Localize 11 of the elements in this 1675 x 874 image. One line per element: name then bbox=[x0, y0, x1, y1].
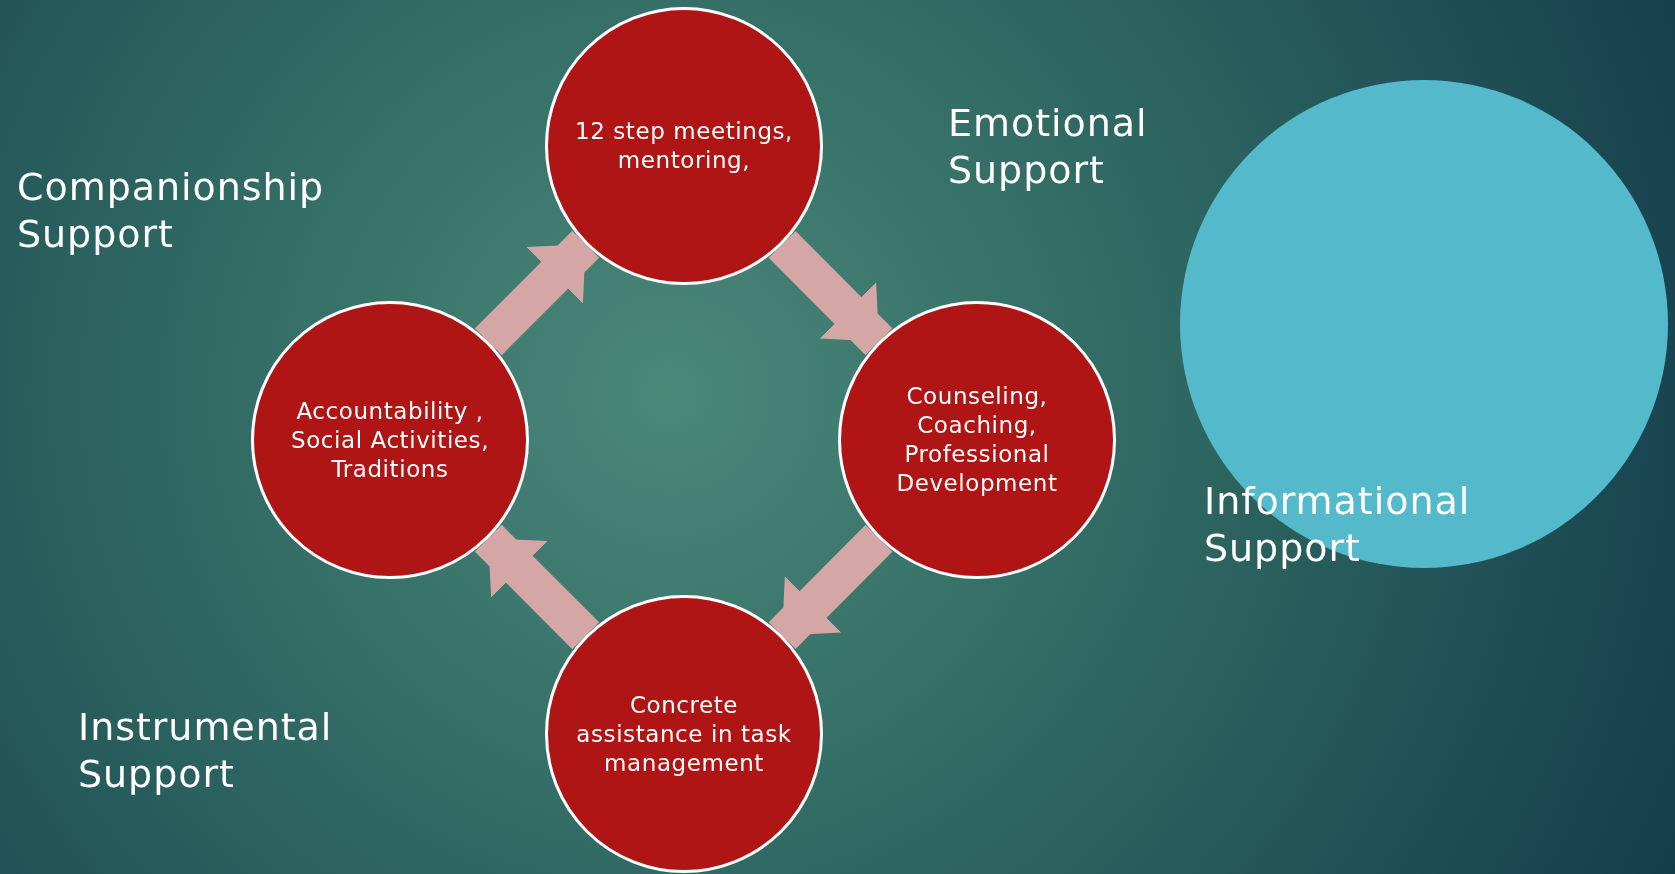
circle-text: 12 step meetings, mentoring, bbox=[574, 117, 794, 175]
circle-text: Concrete assistance in task management bbox=[575, 690, 793, 778]
category-label: Companionship Support bbox=[17, 164, 326, 258]
circle-text: Accountability , Social Activities, Traditions bbox=[289, 396, 491, 484]
block-arrow bbox=[474, 230, 600, 356]
block-arrow bbox=[768, 525, 893, 649]
category-label: Instrumental Support bbox=[78, 704, 334, 798]
block-arrow bbox=[768, 231, 893, 355]
block-arrow bbox=[474, 524, 600, 650]
category-label: Emotional Support bbox=[948, 100, 1149, 194]
circle-text: Counseling, Coaching, Professional Development bbox=[895, 382, 1059, 498]
